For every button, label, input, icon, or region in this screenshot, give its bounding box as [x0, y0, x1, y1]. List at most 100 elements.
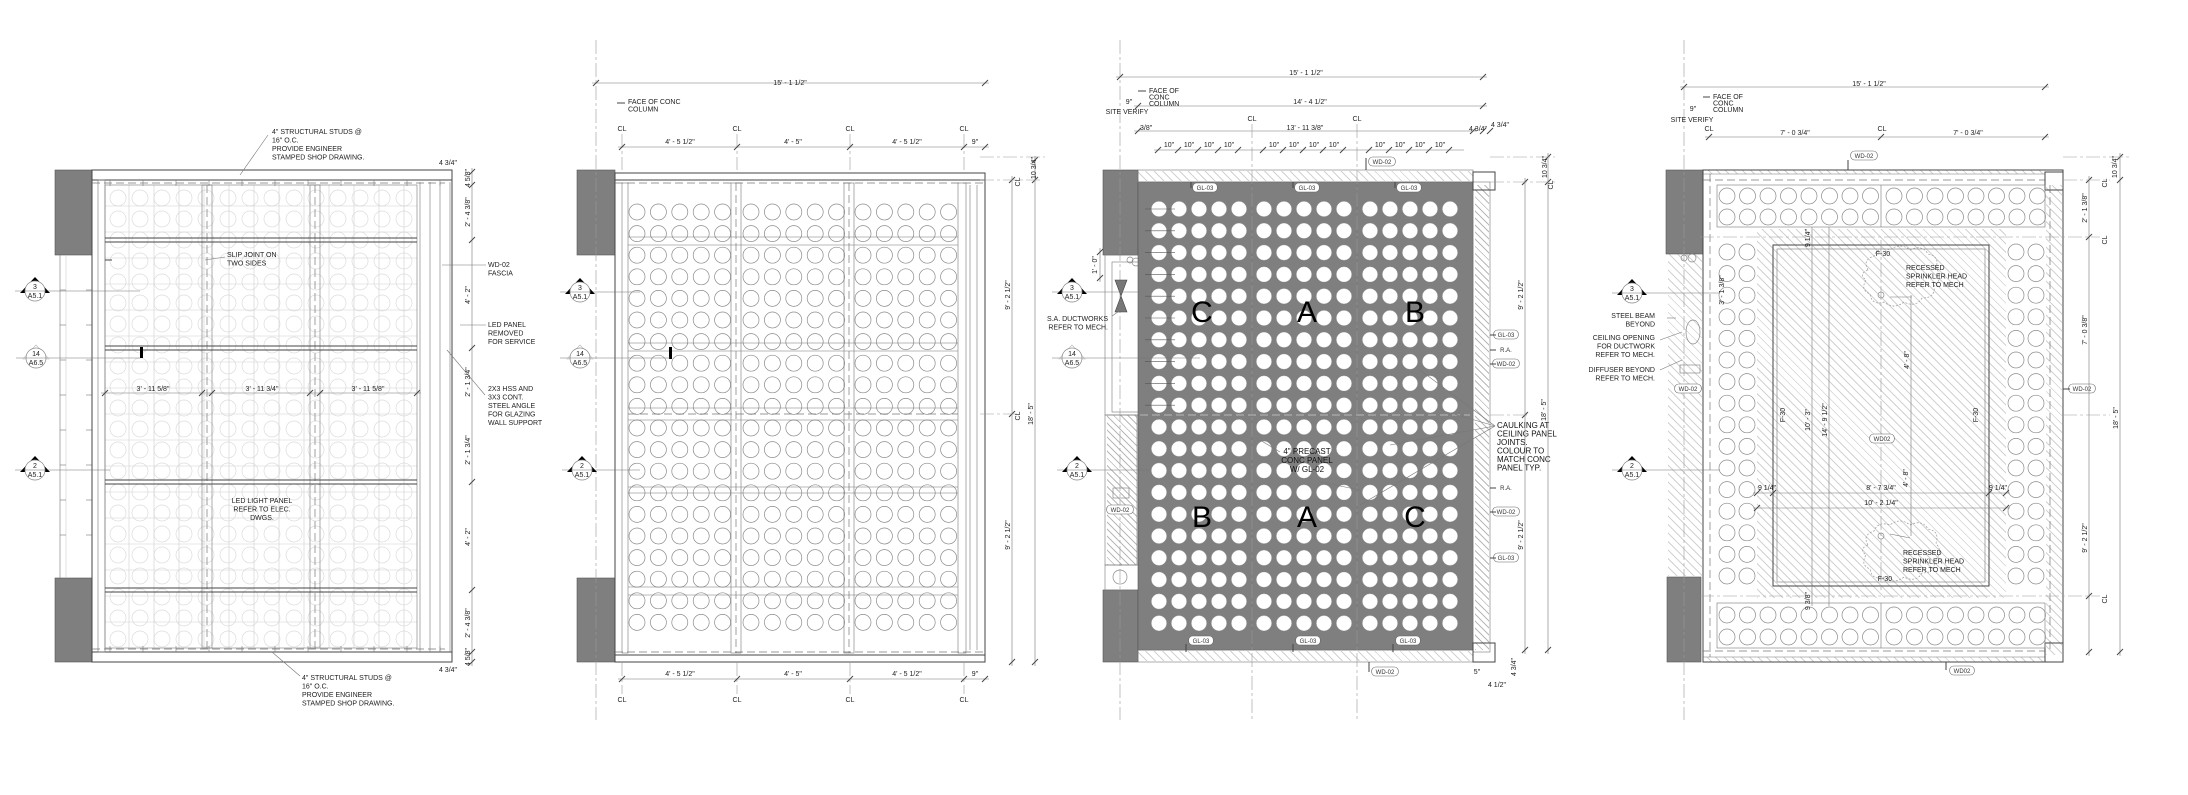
dimension-tick — [981, 79, 989, 87]
faint-led-circle — [351, 378, 369, 396]
annotation-text: GL-03 — [1299, 186, 1316, 192]
dimension-tick — [1985, 489, 1993, 497]
dimension-tick — [1154, 146, 1162, 154]
led-fixture-circle — [854, 549, 872, 566]
led-fixture-circle — [671, 570, 689, 588]
annotation-text: FOR DUCTWORK — [1597, 344, 1655, 351]
faint-led-circle — [109, 567, 127, 585]
light-fixture-circle — [1718, 373, 1736, 390]
panel-perforation — [1296, 571, 1312, 588]
annotation-text: 7' - 0 3/4" — [1780, 130, 1810, 137]
faint-led-circle — [373, 210, 391, 228]
dimension-tick — [306, 389, 314, 397]
led-fixture-circle — [806, 549, 824, 566]
faint-led-circle — [175, 609, 193, 627]
material-tag-pill — [1396, 182, 1422, 193]
led-fixture-circle — [876, 570, 893, 588]
led-fixture-circle — [742, 506, 760, 523]
material-tag-pill — [1106, 504, 1134, 515]
panel-perforation — [1191, 223, 1207, 239]
faint-led-circle — [241, 567, 259, 585]
dimension-tick — [2041, 133, 2049, 141]
faint-led-circle — [153, 567, 171, 585]
led-fixture-circle — [785, 246, 803, 264]
panel-perforation — [1256, 288, 1272, 304]
vertical-dimension: 2' - 4 3/8" — [465, 608, 472, 638]
light-fixture-circle — [1718, 394, 1736, 412]
annotation-text: SITE VERIFY — [1106, 109, 1149, 116]
centerline-label: CL — [846, 697, 855, 704]
annotation-text: 10' - 2 1/4" — [1864, 500, 1898, 507]
faint-led-circle — [285, 189, 303, 207]
led-fixture-circle — [742, 290, 760, 307]
faint-led-circle — [197, 336, 215, 354]
panel-perforation — [1231, 223, 1247, 239]
panel-perforation — [1382, 441, 1398, 457]
led-fixture-circle — [742, 225, 760, 242]
panel-perforation — [1402, 310, 1418, 326]
annotation-text: 4' - 5 1/2" — [892, 139, 922, 146]
panel-perforation — [1171, 506, 1187, 522]
light-fixture-circle — [1718, 606, 1736, 624]
faint-led-circle — [351, 462, 369, 480]
faint-led-circle — [197, 525, 215, 543]
panel-perforation — [1402, 441, 1418, 457]
faint-led-circle — [109, 378, 127, 396]
panel-perforation — [1362, 397, 1378, 413]
led-fixture-circle — [876, 441, 893, 458]
section-sheet-ref: A5.1 — [575, 472, 590, 479]
panel-perforation — [1442, 223, 1458, 239]
annotation-text: 10 3/4" — [1542, 156, 1549, 178]
annotation-text: GL-03 — [1498, 556, 1515, 562]
led-fixture-circle — [940, 506, 957, 523]
panel-perforation — [1336, 375, 1352, 392]
led-fixture-circle — [785, 527, 803, 545]
light-fixture-circle — [1780, 187, 1797, 205]
annotation-text: CL — [1705, 126, 1714, 133]
dimension-tick — [1479, 102, 1487, 110]
panel-perforation — [1316, 332, 1332, 348]
dimension-tick — [1299, 146, 1307, 154]
panel-perforation — [1276, 441, 1292, 457]
panel-perforation — [1316, 266, 1332, 283]
panel-perforation — [1442, 266, 1458, 283]
faint-led-circle — [131, 252, 149, 270]
led-fixture-circle — [876, 333, 893, 350]
led-fixture-circle — [876, 506, 893, 523]
led-fixture-circle — [671, 398, 689, 415]
annotation-text: FOR GLAZING — [488, 412, 535, 419]
supply-air-diffuser-icon — [1114, 279, 1128, 313]
faint-led-circle — [131, 420, 149, 438]
led-fixture-circle — [628, 203, 646, 221]
annotation-text: CL — [1878, 126, 1887, 133]
light-fixture-circle — [1738, 265, 1756, 282]
light-fixture-circle — [2027, 265, 2045, 282]
faint-led-circle — [153, 420, 171, 438]
panel-perforation — [1231, 441, 1247, 457]
diffuser-box — [1679, 364, 1701, 374]
light-fixture-circle — [1718, 524, 1736, 542]
faint-led-circle — [351, 189, 369, 207]
pipe-circle — [1126, 256, 1134, 264]
panel-perforation — [1422, 441, 1438, 457]
led-fixture-circle — [692, 225, 710, 242]
corner-column — [2044, 642, 2064, 663]
annotation-text: WD-02 — [1111, 508, 1130, 514]
panel-perforation — [1316, 353, 1332, 370]
dimension-tick — [1134, 102, 1142, 110]
led-fixture-circle — [785, 311, 803, 329]
faint-led-circle — [263, 504, 281, 522]
panel-perforation — [1422, 593, 1438, 610]
annotation-text: 10' - 3" — [1805, 409, 1812, 431]
panel-perforation — [1316, 550, 1332, 566]
spacing-dimension: 10" — [1435, 142, 1446, 149]
led-fixture-circle — [828, 462, 845, 480]
light-fixture-circle — [1967, 628, 1985, 646]
annotation-text: 18' - 5" — [1028, 403, 1035, 425]
annotation-text: F-30 — [1780, 408, 1787, 423]
led-fixture-circle — [714, 203, 731, 221]
dimension-tick — [468, 658, 476, 666]
centerline-label: CL — [960, 126, 969, 133]
faint-led-circle — [153, 252, 171, 270]
panel-perforation — [1211, 419, 1227, 435]
